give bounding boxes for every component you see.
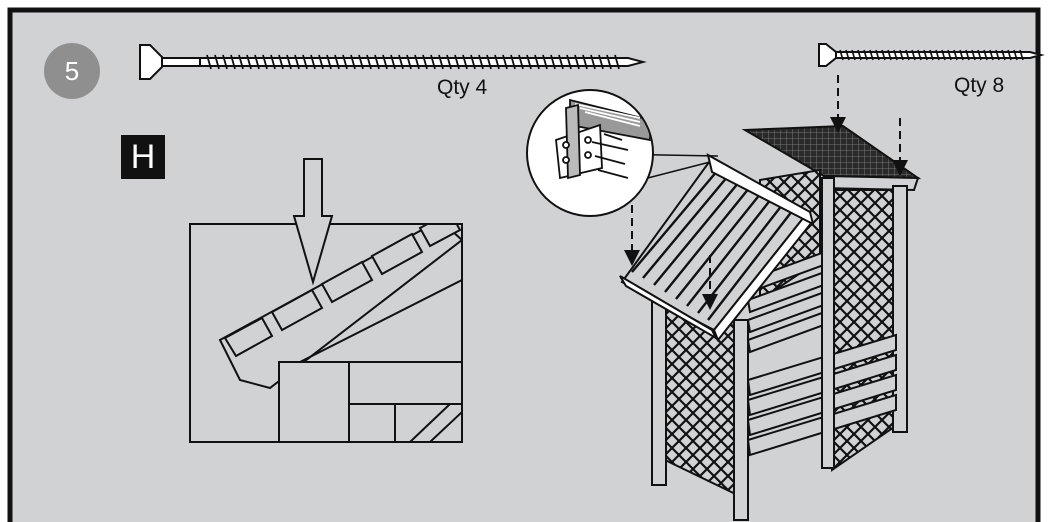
wood-store-illustration [619, 124, 922, 521]
step-number-badge: 5 [44, 43, 100, 99]
panel-border [7, 7, 1041, 522]
short-screw-icon [818, 43, 1045, 67]
short-screw-quantity: Qty 8 [954, 74, 1005, 97]
down-arrow-icon [292, 158, 334, 286]
long-screw-icon [139, 44, 647, 80]
dashed-arrow-icon [624, 75, 908, 310]
long-screw-quantity: Qty 4 [437, 76, 488, 99]
part-letter-label: H [121, 135, 165, 179]
detail-inset [189, 223, 463, 443]
zoom-detail-circle [526, 89, 719, 217]
